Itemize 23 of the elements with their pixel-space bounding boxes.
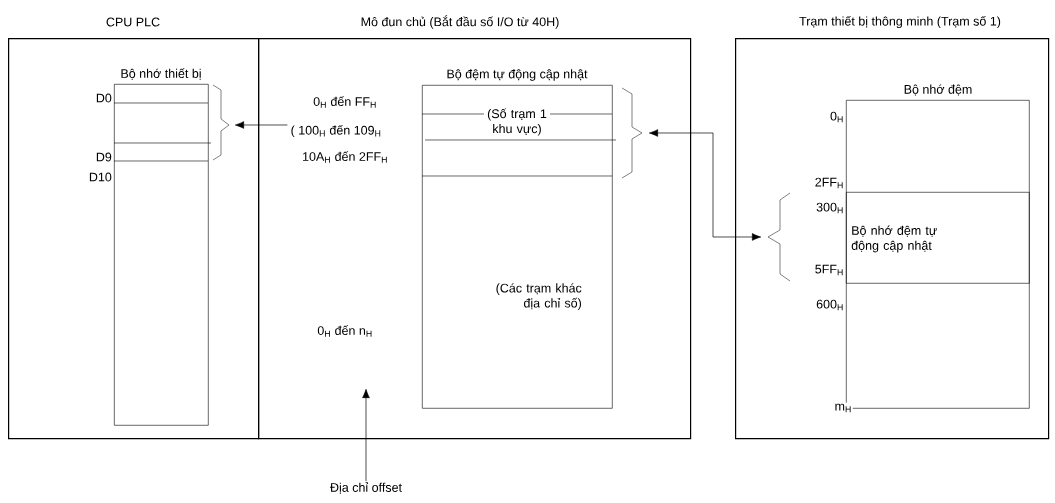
address-label: 0$_{H}$ <box>829 110 845 124</box>
arrow <box>362 389 370 482</box>
address-label: 600$_{H}$ <box>815 298 845 312</box>
buffer-table: Bộ đệm tự động cập nhật (Số trạm 1 khu vực) (Các trạm khác địa chỉ số) <box>421 68 617 409</box>
address-label: D0 <box>94 92 113 104</box>
memory-area: Bộ nhớ đệm tự động cập nhật <box>846 192 1030 284</box>
address-label: 0$_{H}$ đến FF$_{H}$ <box>312 95 378 109</box>
caption-text: Địa chỉ offset <box>330 482 402 494</box>
address-label: 0$_{H}$ đến n$_{H}$ <box>316 324 374 338</box>
address-label: D10 <box>87 171 113 183</box>
node-label: Trạm thiết bị thông minh (Trạm số 1) <box>799 15 1001 29</box>
address-label: 300$_{H}$ <box>815 201 845 215</box>
node-label: CPU PLC <box>106 17 160 27</box>
address-label: 5FF$_{H}$ <box>813 263 845 277</box>
arrow <box>649 129 761 241</box>
address-label: m$_{H}$ <box>833 402 853 414</box>
memory-table: Bộ nhớ thiết bị <box>113 67 212 426</box>
address-label: 2FF$_{H}$ <box>813 176 845 190</box>
address-label: ( 100$_{H}$ đến 109$_{H}$ <box>291 124 381 138</box>
arrow <box>235 121 288 129</box>
address-label: 10A$_{H}$ đến 2FF$_{H}$ <box>301 150 389 164</box>
address-label: D9 <box>94 151 113 163</box>
node-label: Mô đun chủ (Bắt đầu số I/O từ 40H) <box>361 15 559 29</box>
